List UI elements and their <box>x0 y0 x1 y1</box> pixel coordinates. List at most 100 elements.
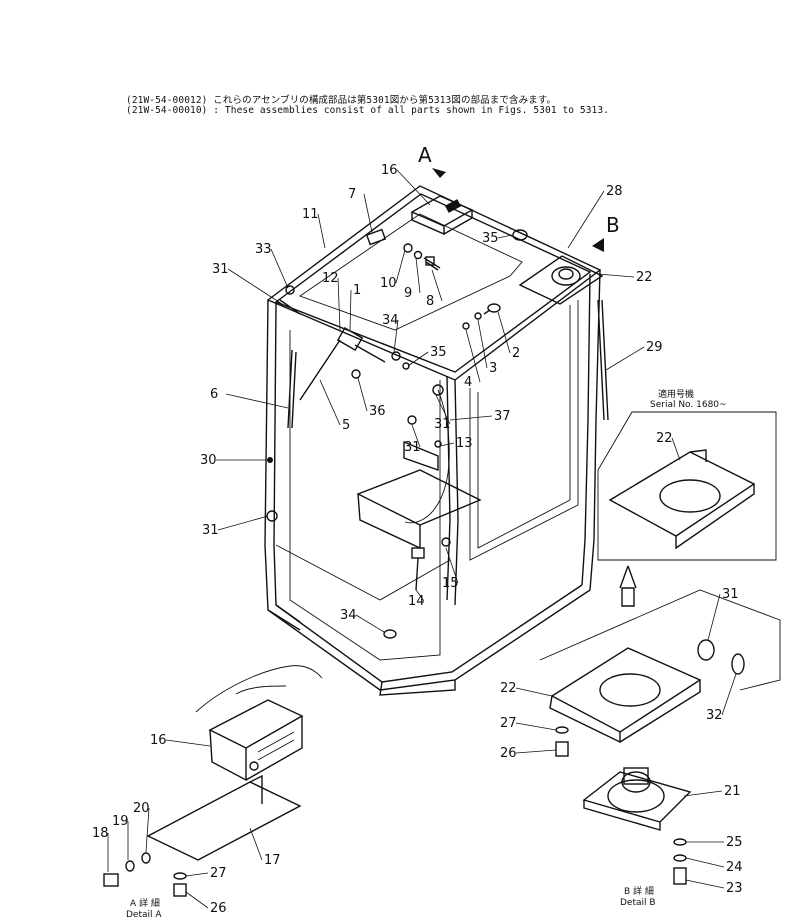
leader-c17 <box>249 827 263 861</box>
callout-c27a: 27 <box>500 716 517 731</box>
view-b-arrow <box>592 238 604 252</box>
nut-34-top <box>391 351 401 361</box>
radio-16 <box>208 699 304 749</box>
grommet-32 <box>731 653 745 675</box>
callout-c35a: 35 <box>482 231 499 246</box>
leader-c34a <box>393 319 399 353</box>
callout-c28: 28 <box>606 184 623 199</box>
leader-c31a <box>227 268 283 305</box>
view-label-a: A <box>418 143 432 167</box>
callout-c31b: 31 <box>434 417 451 432</box>
leader-c31c <box>411 424 421 448</box>
callout-c36: 36 <box>369 404 386 419</box>
leader-c31b <box>435 394 451 425</box>
callout-c1: 1 <box>353 283 361 298</box>
callout-c15: 15 <box>442 576 459 591</box>
bolt-2 <box>487 303 501 313</box>
callout-c17: 17 <box>264 853 281 868</box>
radio-box-top <box>410 195 474 227</box>
callout-c3: 3 <box>489 361 497 376</box>
callout-c32: 32 <box>706 708 723 723</box>
cab-frame <box>264 185 602 696</box>
leader-lines <box>107 169 737 909</box>
callout-c29: 29 <box>646 340 663 355</box>
callout-c10: 10 <box>380 276 397 291</box>
callout-c22b: 22 <box>656 431 673 446</box>
leader-c31e <box>707 593 721 641</box>
callout-c4: 4 <box>464 375 472 390</box>
inset-arrow <box>621 587 635 607</box>
leader-c27b <box>185 872 209 877</box>
washer-10 <box>403 243 413 253</box>
leader-c13 <box>439 442 455 447</box>
speaker-21 <box>582 771 692 823</box>
detail-b-en: Detail B <box>620 898 656 908</box>
bolt-26-b <box>555 741 569 757</box>
callout-c21: 21 <box>724 784 741 799</box>
washer-25 <box>673 838 687 846</box>
callout-c16b: 16 <box>150 733 167 748</box>
callout-c23: 23 <box>726 881 743 896</box>
detail-a-en: Detail A <box>126 910 162 919</box>
leader-c28 <box>567 190 605 249</box>
leader-c34b <box>355 614 385 633</box>
washer-20 <box>141 852 151 864</box>
washer-3 <box>474 312 482 320</box>
leader-c33 <box>270 248 289 289</box>
detail-b-jp: B 詳 細 <box>624 885 654 897</box>
leader-c32 <box>721 673 737 716</box>
part-callouts: 1628711353310982231121342329354653631373… <box>92 163 743 916</box>
leader-c16b <box>165 739 211 747</box>
leader-c4 <box>465 329 481 383</box>
callout-c35b: 35 <box>430 345 447 360</box>
leader-c26a <box>515 749 557 754</box>
callout-c26b: 26 <box>210 901 227 916</box>
radio-cable <box>195 665 323 713</box>
callout-c34a: 34 <box>382 313 399 328</box>
leader-c6 <box>225 393 289 409</box>
leader-c3 <box>477 319 488 369</box>
header-note-english: (21W-54-00010) : These assemblies consis… <box>126 105 610 116</box>
view-label-b: B <box>606 213 620 237</box>
leader-c31d <box>217 515 269 531</box>
detail-b-assembly <box>539 589 781 885</box>
nut-34-bottom <box>383 629 397 639</box>
washer-15 <box>441 537 451 547</box>
wiper-motor-1 <box>336 326 364 352</box>
bolt-23 <box>673 867 687 885</box>
bolt-18 <box>103 873 119 887</box>
callout-c19: 19 <box>112 814 129 829</box>
leader-c5 <box>319 379 341 426</box>
bolt-33 <box>285 285 295 295</box>
leader-c16a <box>396 169 431 206</box>
callout-c20: 20 <box>133 801 150 816</box>
washer-27-b <box>555 726 569 734</box>
callout-c34b: 34 <box>340 608 357 623</box>
leader-c10 <box>395 249 406 284</box>
leader-c12 <box>337 277 341 331</box>
inset-serial-box <box>597 411 777 607</box>
wiper-arm-5 <box>299 339 341 401</box>
leader-c22a <box>597 273 635 278</box>
callout-c31a: 31 <box>212 262 229 277</box>
leader-c35b <box>407 351 429 367</box>
callout-c16a: 16 <box>381 163 398 178</box>
leader-c29 <box>605 346 645 371</box>
callout-c5: 5 <box>342 418 350 433</box>
leader-c37 <box>449 415 493 421</box>
washer-36 <box>351 369 361 379</box>
callout-c22c: 22 <box>500 681 517 696</box>
antenna-cable-29 <box>597 299 605 421</box>
callout-c14: 14 <box>408 594 425 609</box>
callout-c12: 12 <box>322 271 339 286</box>
washer-19 <box>125 860 135 872</box>
leader-c21 <box>683 790 723 797</box>
leader-c9 <box>415 257 421 294</box>
leader-c35a <box>497 234 513 239</box>
leader-c27a <box>515 722 557 731</box>
callout-c25: 25 <box>726 835 743 850</box>
leader-c7 <box>363 193 373 233</box>
inset-serial-jp: 適用号機 <box>658 388 694 400</box>
